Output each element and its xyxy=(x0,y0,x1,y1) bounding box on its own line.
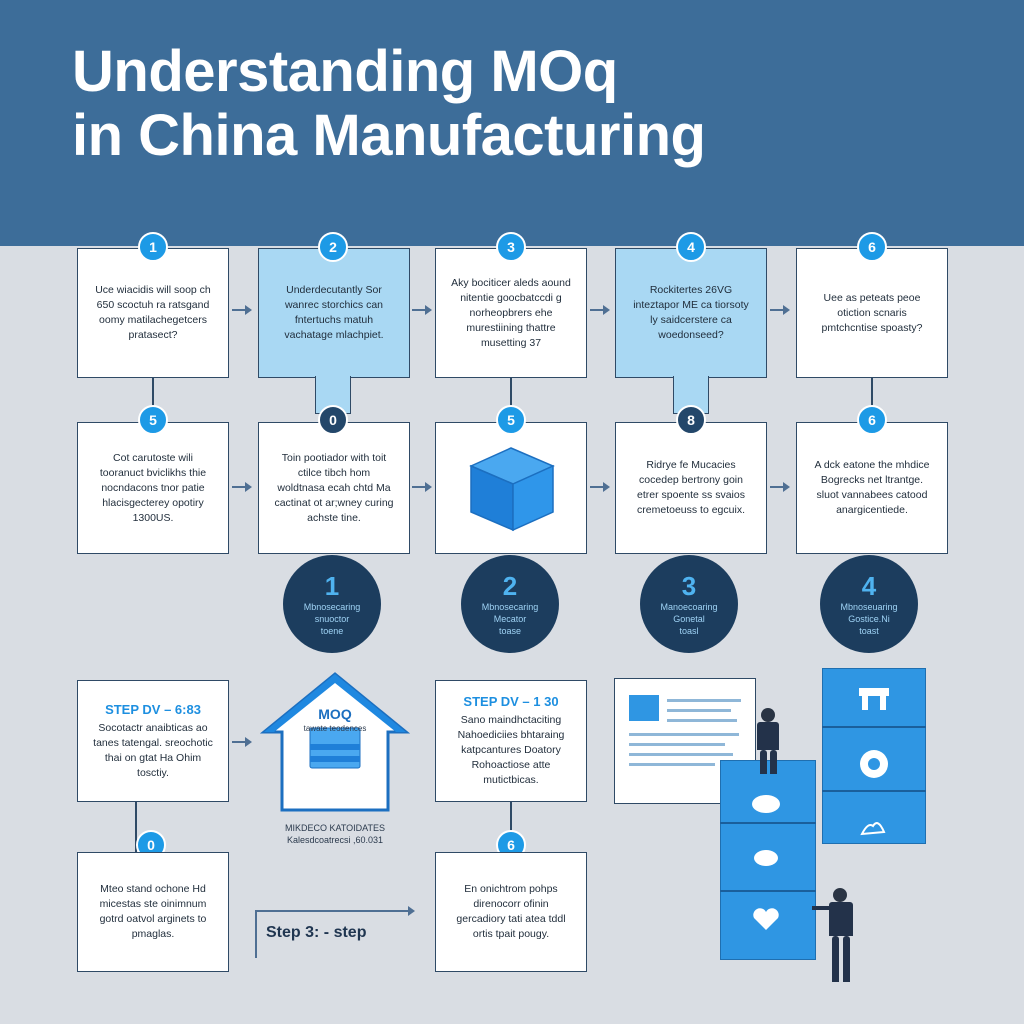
step-card-r2-5: A dck eatone the mhdice Bogrecks net ltr… xyxy=(796,422,948,554)
header-banner: Understanding MOq in China Manufacturing xyxy=(0,0,1024,246)
title-line-2: in China Manufacturing xyxy=(72,103,706,168)
house-caption: MIKDECO KATOIDATES Kalesdcoatrecsi ,60.0… xyxy=(284,823,385,845)
stage-disc-1: 1 Mbnosecaring snuoctor toene xyxy=(283,555,381,653)
flow-arrow xyxy=(412,305,432,315)
connector-line xyxy=(510,378,512,422)
step-badge-r1-2: 2 xyxy=(318,232,348,262)
step-badge-r1-4: 4 xyxy=(676,232,706,262)
hand-icon xyxy=(860,822,886,836)
step-badge-r2-2: 0 xyxy=(318,405,348,435)
flow-arrow xyxy=(412,482,432,492)
house-icon xyxy=(260,672,410,812)
connector-line xyxy=(135,802,137,852)
bracket-line xyxy=(255,910,257,958)
step-card-r2-2: Toin pootiador with toit ctilce tibch ho… xyxy=(258,422,410,554)
step-badge-r2-1: 5 xyxy=(138,405,168,435)
gear-icon xyxy=(860,750,888,778)
step-card-r2-4: Ridrye fe Mucacies cocedep bertrony goin… xyxy=(615,422,767,554)
step-heading: STEP DV – 6:83 xyxy=(105,701,201,717)
heart-icon xyxy=(753,908,779,930)
factory-icon xyxy=(859,688,889,710)
person-figure-head xyxy=(761,708,775,722)
step3-label: Step 3: - step xyxy=(266,924,367,941)
step-badge-r1-5: 6 xyxy=(857,232,887,262)
step-card-r1-2: Underdecutantly Sor wanrec storchics can… xyxy=(258,248,410,378)
step-badge-r1-1: 1 xyxy=(138,232,168,262)
person-figure-body xyxy=(829,902,853,936)
step-card-r1-4: Rockitertes 26VG inteztapor ME ca tiorso… xyxy=(615,248,767,378)
step-card-r2-3 xyxy=(435,422,587,554)
stage-disc-2: 2 Mbnosecaring Mecator toase xyxy=(461,555,559,653)
house-sublabel: tawate teodences xyxy=(303,724,367,733)
flow-arrow xyxy=(590,482,610,492)
step-badge-r2-3: 5 xyxy=(496,405,526,435)
cloud-icon xyxy=(752,795,780,813)
step-card-bottom-mid-bottom: En onichtrom pohps direnocorr ofinin ger… xyxy=(435,852,587,972)
step-badge-r2-5: 6 xyxy=(857,405,887,435)
stage-disc-3: 3 Manoecoaring Gonetal toasl xyxy=(640,555,738,653)
person-figure-head xyxy=(833,888,847,902)
page-title: Understanding MOq in China Manufacturing xyxy=(72,39,706,168)
step-card-r1-1: Uce wiacidis will soop ch 650 scoctuh ra… xyxy=(77,248,229,378)
step-card-bottom-mid-top: STEP DV – 1 30 Sano maindhctaciting Naho… xyxy=(435,680,587,802)
connector-line xyxy=(152,378,154,422)
flow-arrow xyxy=(232,305,252,315)
flow-arrow xyxy=(590,305,610,315)
flow-arrow xyxy=(770,305,790,315)
document-panel xyxy=(614,678,756,804)
flow-arrow xyxy=(232,737,252,747)
step-badge-r2-4: 8 xyxy=(676,405,706,435)
step-badge-r1-3: 3 xyxy=(496,232,526,262)
flow-arrow xyxy=(255,906,415,916)
step-heading: STEP DV – 1 30 xyxy=(463,694,559,709)
step-card-r2-1: Cot carutoste wili tooranuct bviclikhs t… xyxy=(77,422,229,554)
flow-arrow xyxy=(770,482,790,492)
step-card-bottom-left-top: STEP DV – 6:83 Socotactr anaibticas ao t… xyxy=(77,680,229,802)
person-figure-body xyxy=(757,722,779,750)
step-card-r1-5: Uee as peteats peoe otiction scnaris pmt… xyxy=(796,248,948,378)
connector-line xyxy=(510,802,512,852)
flow-arrow xyxy=(232,482,252,492)
title-line-1: Understanding MOq xyxy=(72,39,618,104)
house-label: MOQ xyxy=(318,706,352,722)
step-card-r1-3: Aky bociticer aleds aound nitentie goocb… xyxy=(435,248,587,378)
box-icon xyxy=(469,447,555,532)
connector-line xyxy=(871,378,873,422)
document-image-icon xyxy=(629,695,659,721)
cloud-icon xyxy=(754,850,778,866)
stage-disc-4: 4 Mbnoseuaring Gostice.Ni toast xyxy=(820,555,918,653)
step-card-bottom-left-bottom: Mteo stand ochone Hd micestas ste oinimn… xyxy=(77,852,229,972)
